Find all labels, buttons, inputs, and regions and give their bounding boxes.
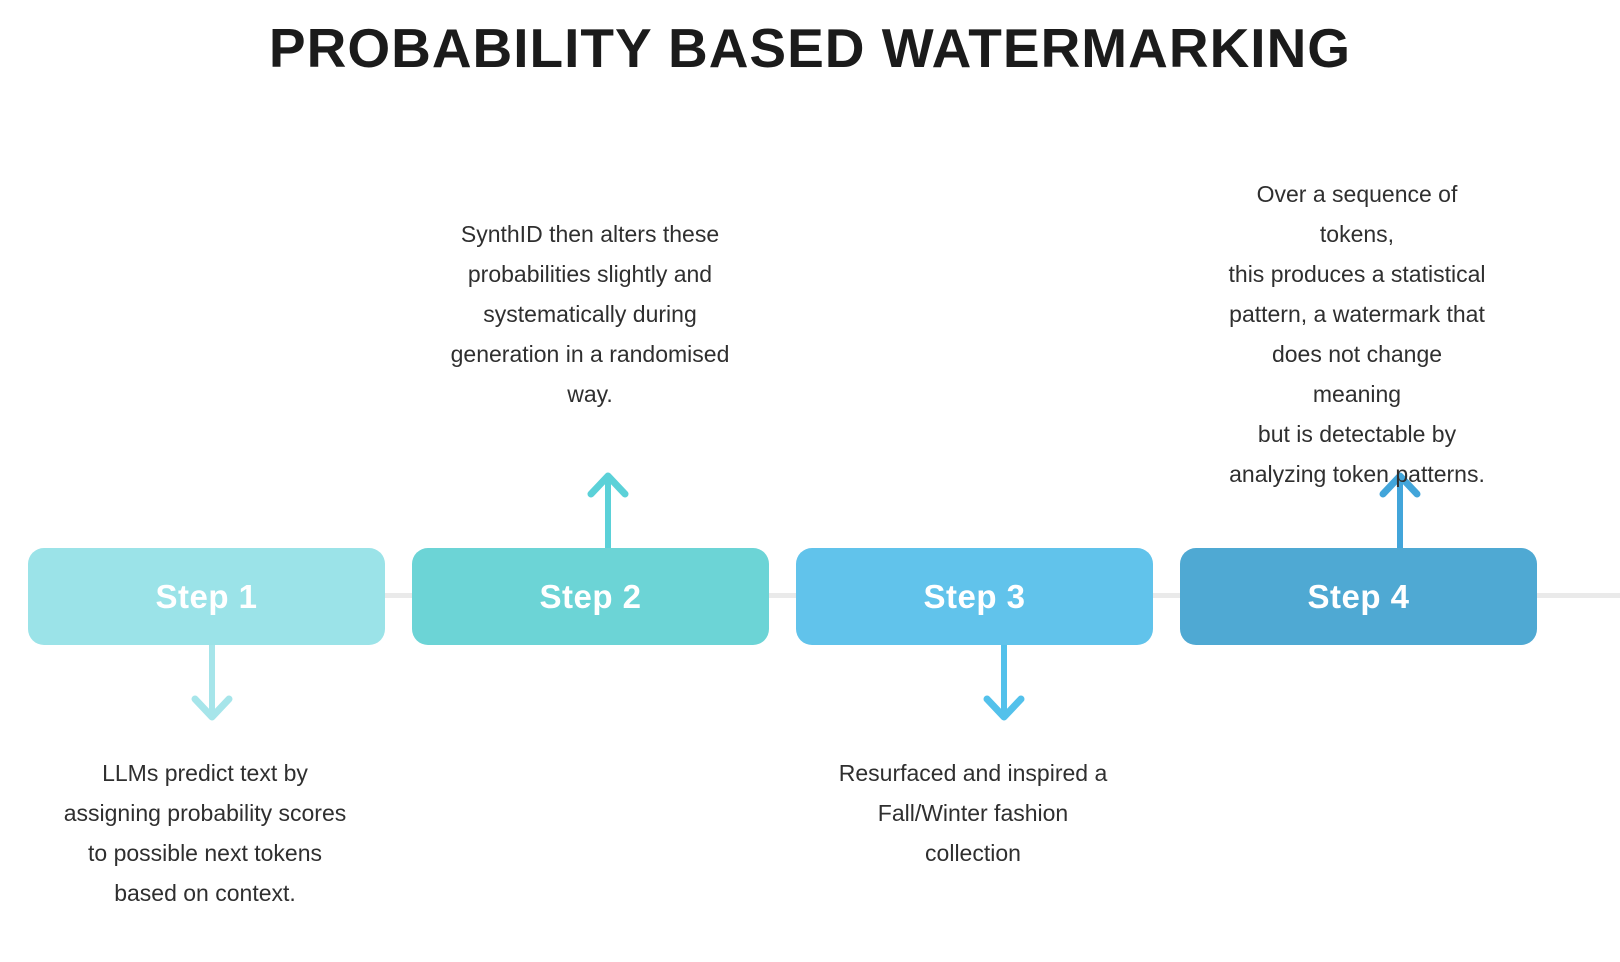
- arrow-down-icon: [983, 645, 1025, 721]
- step-3-box: Step 3: [796, 548, 1153, 645]
- arrow-up-icon: [1379, 472, 1421, 548]
- step-4-box: Step 4: [1180, 548, 1537, 645]
- step-2-box: Step 2: [412, 548, 769, 645]
- arrow-down-icon: [191, 645, 233, 721]
- step-4-description: Over a sequence of tokens, this produces…: [1228, 181, 1486, 487]
- arrow-up-icon: [587, 472, 629, 548]
- step-3-label: Step 3: [923, 577, 1026, 615]
- step-2-description: SynthID then alters these probabilities …: [450, 221, 730, 407]
- step-2-label: Step 2: [539, 577, 642, 615]
- step-4-label: Step 4: [1307, 577, 1410, 615]
- step-1-description: LLMs predict text by assigning probabili…: [63, 760, 347, 906]
- step-3-description: Resurfaced and inspired a Fall/Winter fa…: [838, 760, 1108, 866]
- step-1-box: Step 1: [28, 548, 385, 645]
- diagram-title: PROBABILITY BASED WATERMARKING: [268, 17, 1352, 79]
- step-1-label: Step 1: [155, 577, 258, 615]
